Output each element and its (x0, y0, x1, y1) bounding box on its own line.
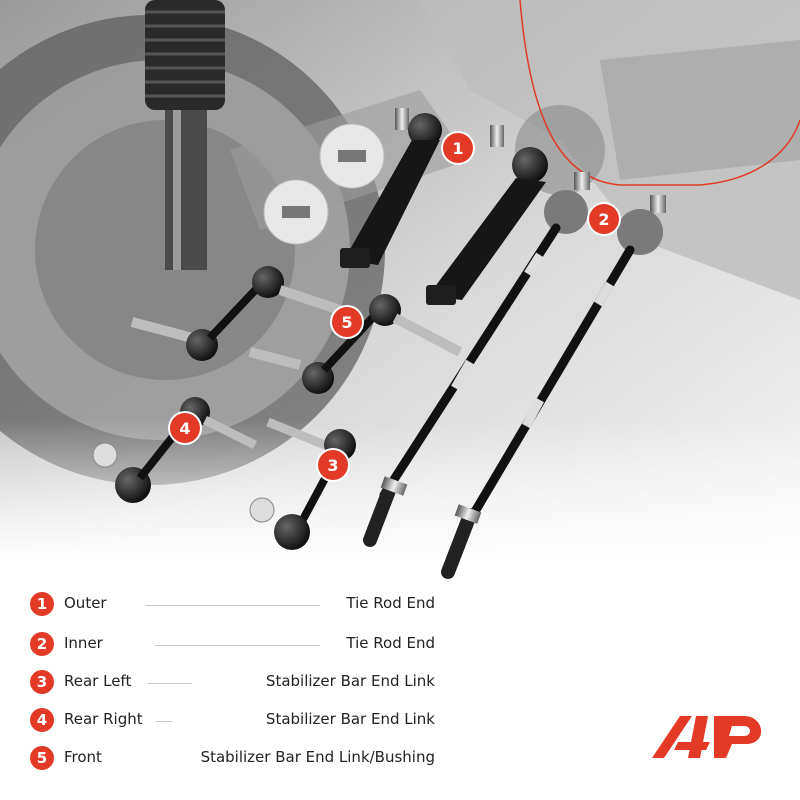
callout-badge-3: 3 (318, 450, 348, 480)
callout-badge-4: 4 (170, 413, 200, 443)
callout-badge-5: 5 (332, 307, 362, 337)
front-stabilizer-link (130, 266, 342, 361)
washer (319, 123, 385, 189)
inner-tie-rod (441, 195, 666, 579)
callout-badge-1: 1 (443, 133, 473, 163)
outer-tie-rod-end (426, 125, 548, 305)
inner-tie-rod (363, 172, 590, 547)
outer-tie-rod-end (340, 108, 442, 268)
callout-badge-2: 2 (589, 204, 619, 234)
a-premium-logo-icon (652, 716, 762, 758)
front-stabilizer-link (248, 294, 463, 394)
background-suspension (0, 0, 800, 560)
washer (263, 179, 329, 245)
